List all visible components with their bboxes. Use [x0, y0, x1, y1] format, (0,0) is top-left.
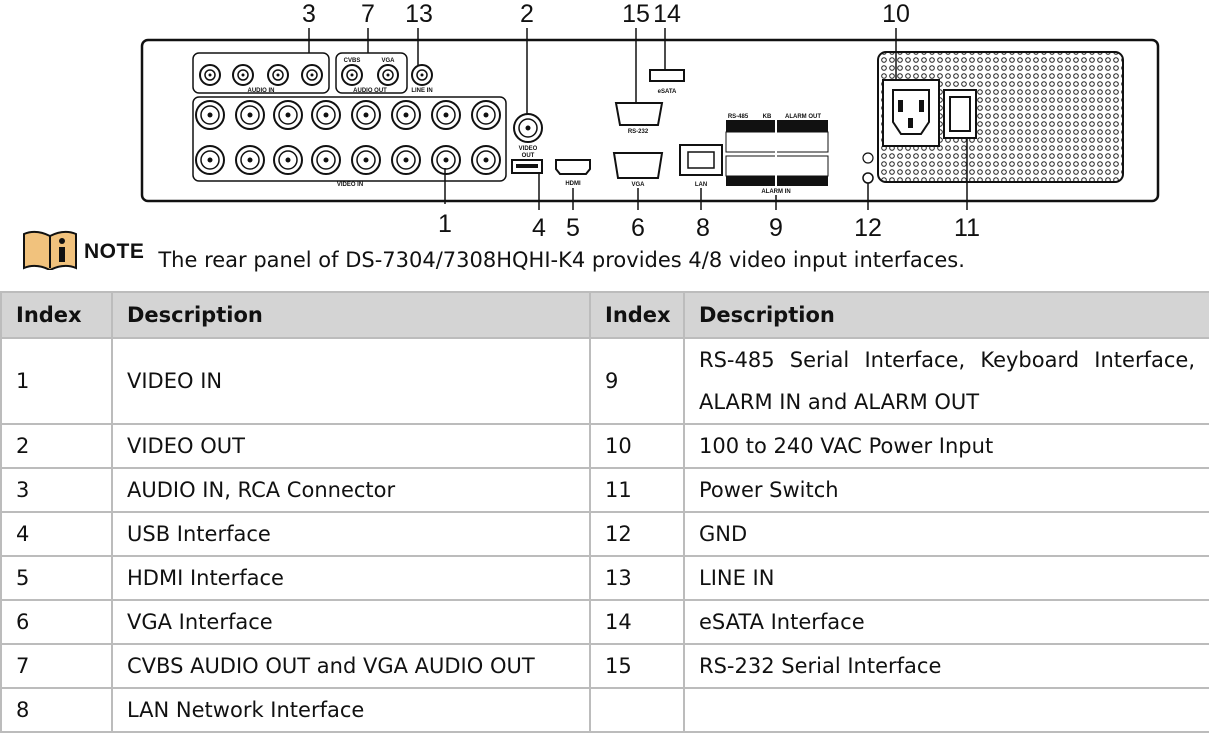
- header-index-1: Index: [0, 291, 113, 339]
- cell-index: 4: [0, 511, 113, 557]
- callout-10: 10: [882, 0, 910, 28]
- cell-description: GND: [683, 511, 1209, 557]
- table-row: 1 VIDEO IN 9 RS-485 Serial Interface, Ke…: [0, 337, 1209, 425]
- cell-description: AUDIO IN, RCA Connector: [111, 467, 591, 513]
- cell-index: 1: [0, 337, 113, 425]
- callout-15: 15: [622, 0, 650, 28]
- vga-small-panel-label: VGA: [381, 58, 395, 64]
- note-label: NOTE: [84, 240, 145, 263]
- rs232-port: [614, 102, 664, 126]
- cell-index: 8: [0, 687, 113, 733]
- cell-index: [589, 687, 685, 733]
- audio-in-panel-label: AUDIO IN: [248, 88, 275, 94]
- video-out-panel-label-1: VIDEO: [519, 146, 538, 152]
- cell-index: 14: [589, 599, 685, 645]
- cell-description: HDMI Interface: [111, 555, 591, 601]
- table-row: 7 CVBS AUDIO OUT and VGA AUDIO OUT 15 RS…: [0, 643, 1209, 689]
- callout-11: 11: [954, 214, 980, 242]
- rear-panel-diagram: AUDIO IN CVBS VGA AUDIO OUT LINE IN VIDE…: [140, 0, 1160, 242]
- callout-6: 6: [631, 214, 645, 242]
- cell-description: USB Interface: [111, 511, 591, 557]
- table-row: 8 LAN Network Interface: [0, 687, 1209, 733]
- interface-table: Index Description Index Description 1 VI…: [0, 291, 1209, 733]
- cell-description: LAN Network Interface: [111, 687, 591, 733]
- callout-7: 7: [361, 0, 375, 28]
- hdmi-panel-label: HDMI: [565, 181, 581, 187]
- table-row: 4 USB Interface 12 GND: [0, 511, 1209, 557]
- alarm-out-panel-label: ALARM OUT: [785, 114, 821, 120]
- rs232-panel-label: RS-232: [628, 129, 649, 135]
- esata-panel-label: eSATA: [658, 89, 677, 95]
- cell-index: 12: [589, 511, 685, 557]
- audio-out-panel-label: AUDIO OUT: [353, 88, 387, 94]
- cell-index: 13: [589, 555, 685, 601]
- table-row: 2 VIDEO OUT 10 100 to 240 VAC Power Inpu…: [0, 423, 1209, 469]
- cell-index: 2: [0, 423, 113, 469]
- callout-12: 12: [854, 214, 882, 242]
- callout-8: 8: [696, 214, 710, 242]
- video-in-block: [192, 96, 507, 182]
- cell-index: 10: [589, 423, 685, 469]
- ground-icon: [862, 152, 874, 164]
- callout-4: 4: [532, 214, 546, 242]
- vga-panel-label: VGA: [631, 182, 645, 188]
- header-index-2: Index: [589, 291, 685, 339]
- terminal-blocks: [725, 120, 829, 186]
- callout-lines: [308, 28, 968, 210]
- cell-description: eSATA Interface: [683, 599, 1209, 645]
- cell-index: 11: [589, 467, 685, 513]
- table-header-row: Index Description Index Description: [0, 291, 1209, 339]
- video-out-panel-label-2: OUT: [522, 153, 535, 159]
- cell-index: 7: [0, 643, 113, 689]
- vga-port: [612, 152, 664, 179]
- cell-description: RS-485 Serial Interface, Keyboard Interf…: [683, 337, 1209, 425]
- alarm-in-panel-label: ALARM IN: [761, 189, 790, 195]
- cell-description: VIDEO IN: [111, 337, 591, 425]
- callout-3: 3: [302, 0, 316, 28]
- cell-description: VIDEO OUT: [111, 423, 591, 469]
- note-text: The rear panel of DS-7304/7308HQHI-K4 pr…: [158, 248, 965, 272]
- cell-description: CVBS AUDIO OUT and VGA AUDIO OUT: [111, 643, 591, 689]
- cell-index: 15: [589, 643, 685, 689]
- header-description-1: Description: [111, 291, 591, 339]
- cell-index: 9: [589, 337, 685, 425]
- cvbs-panel-label: CVBS: [344, 58, 361, 64]
- cell-description: RS-232 Serial Interface: [683, 643, 1209, 689]
- cell-index: 3: [0, 467, 113, 513]
- table-row: 5 HDMI Interface 13 LINE IN: [0, 555, 1209, 601]
- cell-index: 6: [0, 599, 113, 645]
- cell-description: VGA Interface: [111, 599, 591, 645]
- esata-port: [649, 69, 685, 82]
- rs485-panel-label: RS-485: [728, 114, 749, 120]
- callout-9: 9: [769, 214, 783, 242]
- callout-1: 1: [438, 210, 452, 238]
- table-row: 6 VGA Interface 14 eSATA Interface: [0, 599, 1209, 645]
- callout-13: 13: [405, 0, 433, 28]
- cell-description: 100 to 240 VAC Power Input: [683, 423, 1209, 469]
- video-in-panel-label: VIDEO IN: [337, 182, 363, 188]
- cell-description: [683, 687, 1209, 733]
- line-in-panel-label: LINE IN: [411, 88, 432, 94]
- note-block: NOTE The rear panel of DS-7304/7308HQHI-…: [22, 226, 965, 272]
- cell-description: Power Switch: [683, 467, 1209, 513]
- audio-in-block: [192, 52, 330, 94]
- callout-5: 5: [566, 214, 580, 242]
- cell-index: 5: [0, 555, 113, 601]
- header-description-2: Description: [683, 291, 1209, 339]
- table-row: 3 AUDIO IN, RCA Connector 11 Power Switc…: [0, 467, 1209, 513]
- callout-2: 2: [520, 0, 534, 28]
- kb-panel-label: KB: [763, 114, 772, 120]
- cell-description: LINE IN: [683, 555, 1209, 601]
- hdmi-port: [555, 159, 591, 175]
- info-book-icon: [23, 230, 77, 270]
- callout-14: 14: [653, 0, 681, 28]
- lan-panel-label: LAN: [695, 182, 707, 188]
